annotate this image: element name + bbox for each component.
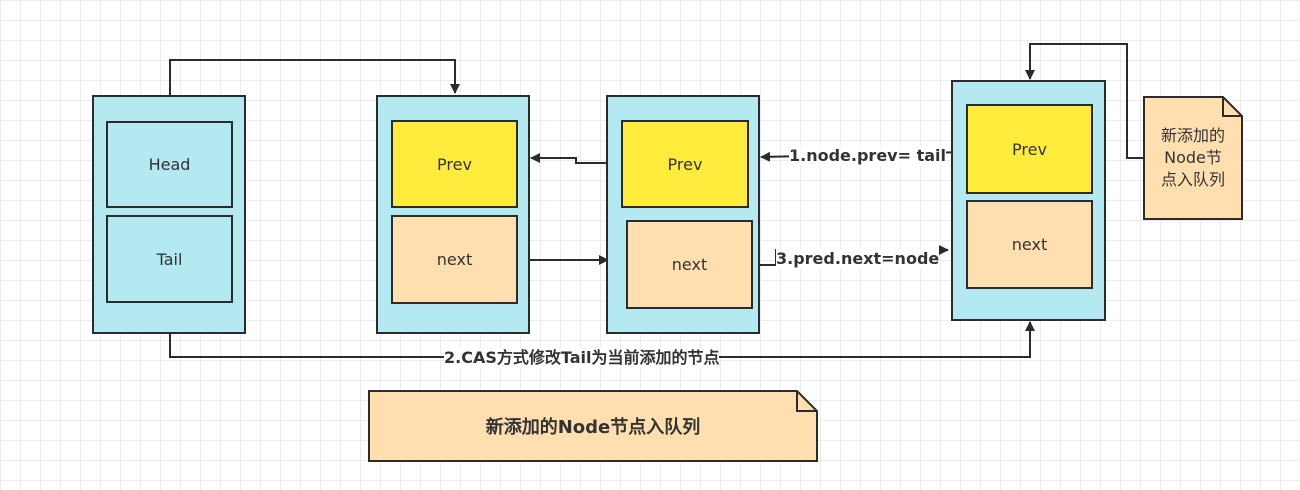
node-2-next-label: next	[671, 255, 708, 274]
tail-label: Tail	[156, 249, 183, 269]
new-node-prev-label: Prev	[1012, 139, 1047, 159]
side-note-text: 新添加的 Node节 点入队列	[1143, 96, 1243, 220]
side-note-shape	[1143, 96, 1243, 220]
tail-cell: Tail	[106, 215, 233, 303]
caption-note-shape	[368, 390, 818, 462]
head-cell: Head	[106, 121, 233, 208]
caption-note-text: 新添加的Node节点入队列	[485, 417, 701, 438]
step2-label: 2.CAS方式修改Tail为当前添加的节点	[444, 348, 720, 368]
side-note-line-2: Node节	[1164, 148, 1222, 167]
node-1-prev-cell: Prev	[391, 120, 518, 208]
node-2-prev-cell: Prev	[621, 120, 749, 208]
new-node-next-cell: next	[966, 200, 1093, 289]
step3-label: 3.pred.next=node	[776, 249, 940, 269]
node-1-next-label: next	[436, 250, 473, 269]
node-1-prev-label: Prev	[437, 154, 472, 174]
head-label: Head	[148, 155, 191, 174]
head-pointer-arrow	[169, 59, 460, 121]
new-node-prev-cell: Prev	[966, 104, 1093, 194]
side-note-line-1: 新添加的	[1160, 126, 1225, 145]
node-2-next-cell: next	[626, 220, 753, 309]
prev-link-arrow	[530, 153, 622, 164]
node-1-next-cell: next	[391, 215, 518, 304]
step1-label: 1.node.prev= tail	[789, 146, 946, 166]
node-2-prev-label: Prev	[667, 154, 703, 174]
new-node-next-label: next	[1011, 235, 1048, 254]
note-pointer-arrow	[1025, 43, 1143, 159]
side-note-line-3: 点入队列	[1160, 170, 1225, 189]
